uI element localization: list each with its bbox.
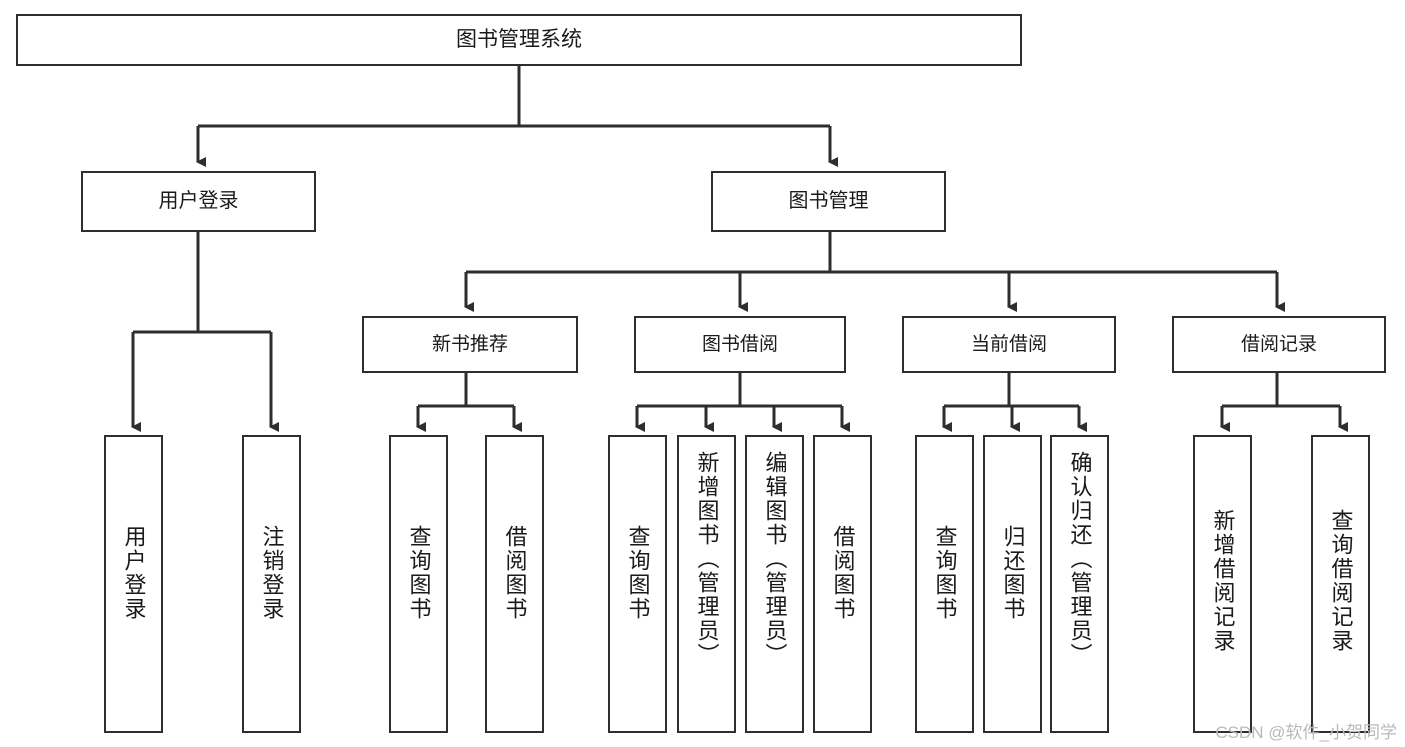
node-label: 查询借阅记录 [1328, 509, 1354, 653]
node-label: 新增图书（管理员） [694, 451, 720, 667]
leaf-borrow-edit-book-admin[interactable]: 编辑图书（管理员） [745, 435, 804, 733]
node-label: 图书管理系统 [456, 27, 582, 51]
leaf-record-add-record[interactable]: 新增借阅记录 [1193, 435, 1252, 733]
node-label: 新增借阅记录 [1210, 509, 1236, 653]
node-label: 图书管理 [788, 190, 869, 212]
node-label: 查询图书 [406, 525, 432, 621]
node-book-borrow[interactable]: 图书借阅 [634, 316, 846, 373]
node-label: 归还图书 [1000, 525, 1026, 621]
node-label: 借阅图书 [502, 525, 528, 621]
node-label: 查询图书 [625, 525, 651, 621]
node-label: 注销登录 [259, 525, 285, 621]
leaf-current-confirm-return-admin[interactable]: 确认归还（管理员） [1050, 435, 1109, 733]
node-label: 确认归还（管理员） [1067, 451, 1093, 667]
node-label: 用户登录 [158, 190, 239, 212]
node-current-borrow[interactable]: 当前借阅 [902, 316, 1116, 373]
node-label: 当前借阅 [970, 333, 1047, 355]
node-label: 图书借阅 [701, 333, 778, 355]
watermark-csdn: CSDN @软件_小贺同学 [1215, 723, 1397, 742]
node-user-login[interactable]: 用户登录 [81, 171, 316, 232]
leaf-current-query-books[interactable]: 查询图书 [915, 435, 974, 733]
leaf-borrow-borrow-books[interactable]: 借阅图书 [813, 435, 872, 733]
node-label: 借阅记录 [1240, 333, 1317, 355]
leaf-new-book-borrow-books[interactable]: 借阅图书 [485, 435, 544, 733]
node-book-management[interactable]: 图书管理 [711, 171, 946, 232]
leaf-borrow-query-books[interactable]: 查询图书 [608, 435, 667, 733]
node-label: 编辑图书（管理员） [762, 451, 788, 667]
leaf-new-book-query-books[interactable]: 查询图书 [389, 435, 448, 733]
node-label: 新书推荐 [431, 333, 508, 355]
leaf-current-return-books[interactable]: 归还图书 [983, 435, 1042, 733]
leaf-user-login-logout[interactable]: 注销登录 [242, 435, 301, 733]
node-label: 用户登录 [121, 525, 147, 621]
leaf-user-login-login[interactable]: 用户登录 [104, 435, 163, 733]
node-label: 查询图书 [932, 525, 958, 621]
node-borrow-record[interactable]: 借阅记录 [1172, 316, 1386, 373]
node-label: 借阅图书 [830, 525, 856, 621]
node-root-book-management-system[interactable]: 图书管理系统 [16, 14, 1022, 66]
leaf-record-query-record[interactable]: 查询借阅记录 [1311, 435, 1370, 733]
node-new-book-recommend[interactable]: 新书推荐 [362, 316, 578, 373]
leaf-borrow-add-book-admin[interactable]: 新增图书（管理员） [677, 435, 736, 733]
